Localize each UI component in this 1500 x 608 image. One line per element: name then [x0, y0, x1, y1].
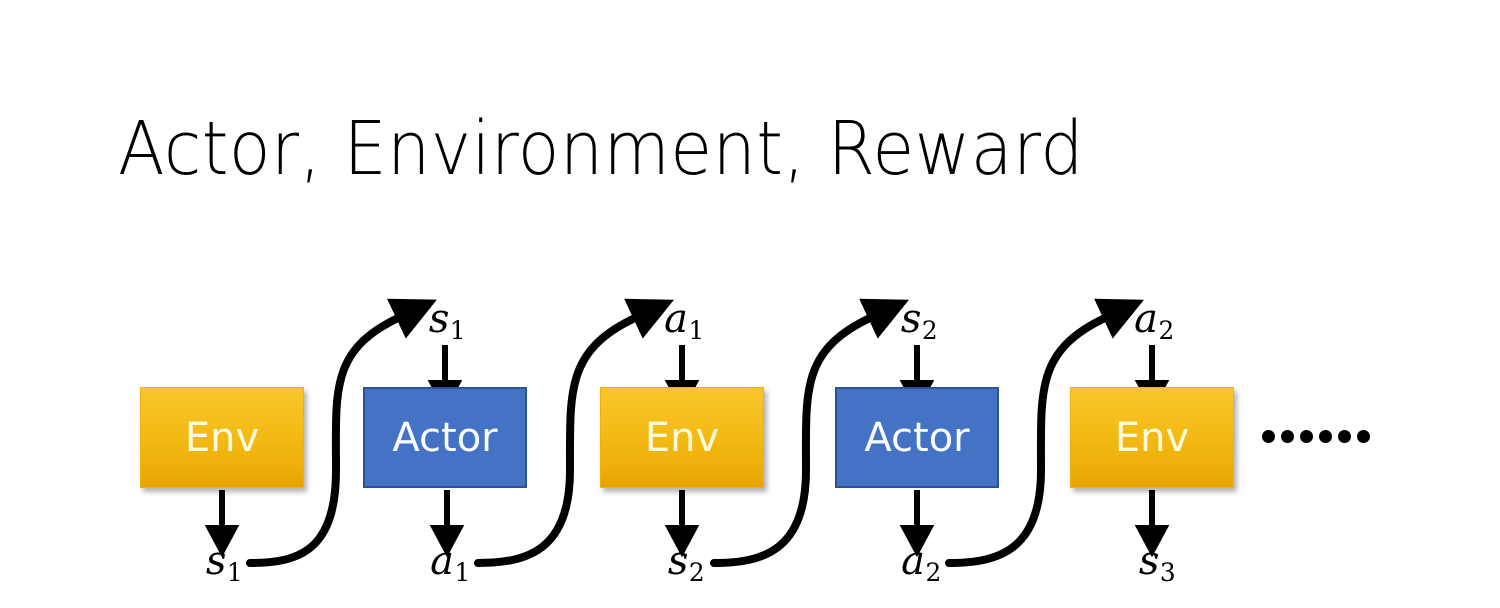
ellipsis-dot — [1281, 430, 1294, 443]
node-actor-1[interactable]: Actor — [363, 387, 527, 488]
node-label: Actor — [392, 414, 498, 461]
node-env-1[interactable]: Env — [140, 387, 304, 488]
node-label: Env — [644, 414, 720, 461]
math-base: a — [430, 538, 455, 584]
node-label: Env — [1114, 414, 1190, 461]
ellipsis-dot — [1300, 430, 1313, 443]
label-top-action-2: a2 — [1134, 296, 1174, 343]
label-bottom-action-2: a2 — [901, 538, 941, 585]
node-label: Actor — [864, 414, 970, 461]
arrows-into-boxes — [427, 345, 1170, 413]
label-bottom-state-2: s2 — [667, 538, 705, 585]
label-top-action-1: a1 — [664, 296, 704, 343]
ellipsis-dot — [1319, 430, 1332, 443]
ellipsis-continuation — [1262, 430, 1370, 443]
math-base: s — [667, 538, 689, 584]
label-bottom-state-1: s1 — [205, 538, 243, 585]
arrows-out-of-boxes — [204, 490, 1170, 558]
math-sub: 1 — [449, 316, 466, 346]
math-sub: 1 — [454, 558, 471, 588]
label-top-state-1: s1 — [428, 296, 466, 343]
math-base: a — [1134, 296, 1159, 342]
ellipsis-dot — [1357, 430, 1370, 443]
math-sub: 1 — [226, 558, 243, 588]
math-base: s — [205, 538, 227, 584]
node-actor-2[interactable]: Actor — [835, 387, 999, 488]
math-base: a — [664, 296, 689, 342]
math-sub: 2 — [688, 558, 705, 588]
label-bottom-state-3: s3 — [1138, 538, 1176, 585]
math-sub: 2 — [925, 558, 942, 588]
label-bottom-action-1: a1 — [430, 538, 470, 585]
math-base: s — [1138, 538, 1160, 584]
ellipsis-dot — [1338, 430, 1351, 443]
math-base: s — [428, 296, 450, 342]
curved-connectors — [246, 298, 1144, 567]
math-base: s — [900, 296, 922, 342]
connector-s1 — [246, 298, 437, 567]
connector-a1 — [474, 298, 674, 567]
ellipsis-dot — [1262, 430, 1275, 443]
math-sub: 1 — [688, 316, 705, 346]
label-top-state-2: s2 — [900, 296, 938, 343]
node-env-3[interactable]: Env — [1070, 387, 1234, 488]
node-env-2[interactable]: Env — [600, 387, 764, 488]
math-sub: 2 — [1158, 316, 1175, 346]
math-sub: 3 — [1159, 558, 1176, 588]
connector-a2 — [945, 298, 1144, 567]
connector-s2 — [710, 298, 909, 567]
page-title: Actor, Environment, Reward — [118, 106, 1084, 192]
node-label: Env — [184, 414, 260, 461]
math-sub: 2 — [921, 316, 938, 346]
math-base: a — [901, 538, 926, 584]
